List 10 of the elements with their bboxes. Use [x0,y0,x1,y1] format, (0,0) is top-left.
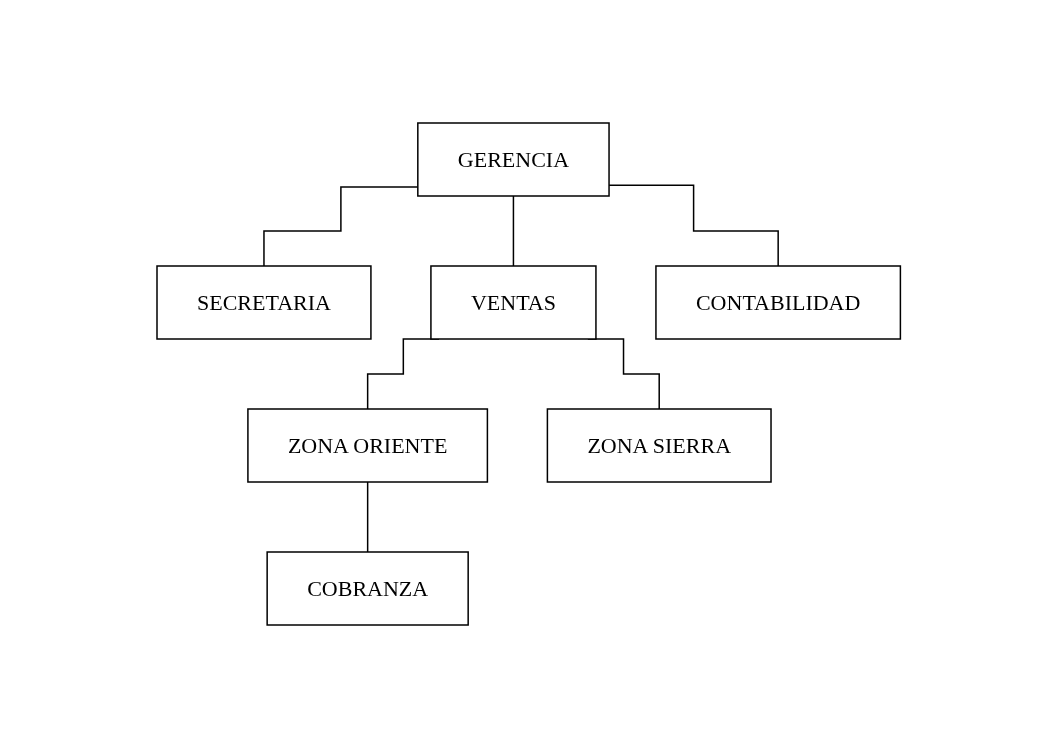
node-box: SECRETARIA [156,264,372,340]
connector [263,185,419,267]
node-box: VENTAS [430,264,597,340]
connector [513,194,515,267]
connector [367,480,369,553]
node-box: CONTABILIDAD [655,264,902,340]
node-box: ZONA ORIENTE [247,407,489,483]
node-box: ZONA SIERRA [546,407,773,483]
node-box: GERENCIA [417,121,611,197]
node-box: COBRANZA [266,550,470,626]
